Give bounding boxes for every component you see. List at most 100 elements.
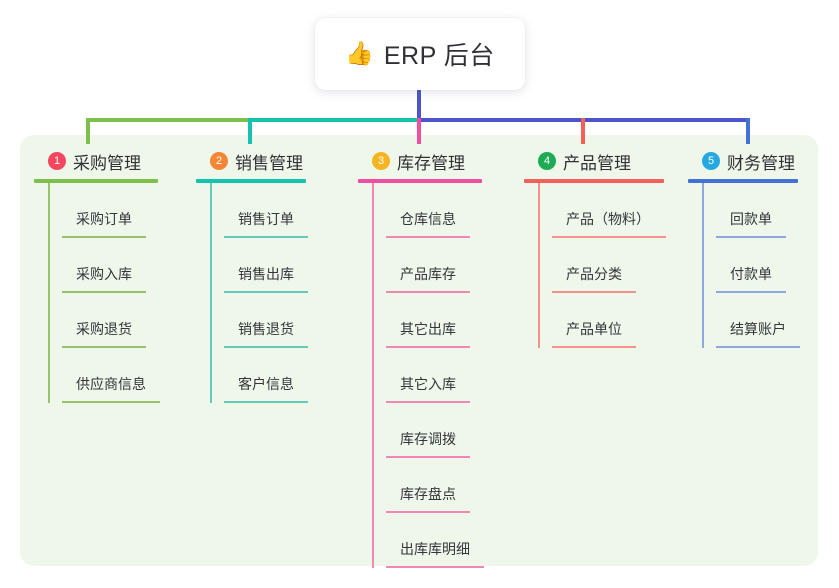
leaf-node-label: 仓库信息 [400, 211, 456, 227]
branch-title-3: 库存管理 [397, 153, 465, 173]
branch-header-3[interactable]: 3 库存管理 [358, 148, 482, 174]
leaf-node[interactable]: 采购入库 [48, 238, 158, 293]
leaf-node-rule [224, 401, 308, 403]
thumbs-up-icon: 👍 [345, 40, 374, 67]
branch-header-2[interactable]: 2 销售管理 [196, 148, 306, 174]
branch-title-2: 销售管理 [235, 153, 303, 173]
leaf-node-label: 产品库存 [400, 266, 456, 282]
leaf-node[interactable]: 供应商信息 [48, 348, 160, 403]
leaf-node-rule [386, 456, 470, 458]
leaf-node-label: 库存调拨 [400, 431, 456, 447]
leaf-node-label: 其它出库 [400, 321, 456, 337]
branch-header-rule-5 [688, 179, 798, 183]
branch-header-5[interactable]: 5 财务管理 [688, 148, 798, 174]
leaf-node[interactable]: 付款单 [702, 238, 798, 293]
leaf-node-label: 产品（物料） [566, 211, 650, 227]
leaf-node-rule [716, 346, 800, 348]
branch-column-5: 5 财务管理回款单付款单结算账户 [688, 148, 800, 348]
branch-number-badge-5: 5 [702, 152, 720, 170]
branch-spine-3 [372, 183, 374, 568]
branch-stub-connector-5 [746, 118, 750, 144]
leaf-node[interactable]: 结算账户 [702, 293, 800, 348]
branch-title-1: 采购管理 [73, 153, 141, 173]
branch-spine-5 [702, 183, 704, 348]
leaf-node-label: 产品分类 [566, 266, 622, 282]
leaf-node-label: 采购入库 [76, 266, 132, 282]
leaf-node-label: 采购订单 [76, 211, 132, 227]
branch-leaf-list-1: 采购订单采购入库采购退货供应商信息 [34, 183, 160, 403]
leaf-node[interactable]: 销售订单 [210, 183, 308, 238]
leaf-node-label: 销售订单 [238, 211, 294, 227]
leaf-node[interactable]: 销售出库 [210, 238, 308, 293]
branch-header-rule-4 [524, 179, 664, 183]
leaf-node[interactable]: 产品分类 [538, 238, 664, 293]
leaf-node[interactable]: 采购退货 [48, 293, 158, 348]
branch-number-badge-3: 3 [372, 152, 390, 170]
leaf-node-rule [224, 346, 308, 348]
branch-number-badge-4: 4 [538, 152, 556, 170]
leaf-node[interactable]: 产品单位 [538, 293, 664, 348]
branch-number-badge-1: 1 [48, 152, 66, 170]
branch-stub-connector-4 [581, 118, 585, 144]
leaf-node[interactable]: 出库库明细 [372, 513, 484, 568]
branch-title-4: 产品管理 [563, 153, 631, 173]
leaf-node-rule [386, 566, 484, 568]
branch-stub-connector-3 [417, 118, 421, 144]
leaf-node-label: 客户信息 [238, 376, 294, 392]
leaf-node[interactable]: 产品（物料） [538, 183, 666, 238]
leaf-node-rule [62, 346, 146, 348]
leaf-node-rule [224, 291, 308, 293]
branch-stub-connector-1 [86, 118, 90, 144]
diagram-background-panel [20, 135, 818, 566]
root-node-erp-backend[interactable]: 👍 ERP 后台 [315, 18, 525, 90]
leaf-node-label: 供应商信息 [76, 376, 146, 392]
branch-column-3: 3 库存管理仓库信息产品库存其它出库其它入库库存调拨库存盘点出库库明细 [358, 148, 484, 568]
leaf-node-label: 产品单位 [566, 321, 622, 337]
leaf-node-rule [386, 346, 470, 348]
leaf-node-rule [386, 236, 470, 238]
leaf-node[interactable]: 销售退货 [210, 293, 308, 348]
branch-stub-connector-2 [248, 118, 252, 144]
leaf-node[interactable]: 回款单 [702, 183, 798, 238]
leaf-node[interactable]: 客户信息 [210, 348, 308, 403]
branch-column-4: 4 产品管理产品（物料） 产品分类产品单位 [524, 148, 666, 348]
branch-header-rule-3 [358, 179, 482, 183]
leaf-node-rule [62, 291, 146, 293]
branch-column-1: 1 采购管理采购订单采购入库采购退货供应商信息 [34, 148, 160, 403]
branch-leaf-list-5: 回款单付款单结算账户 [688, 183, 800, 348]
leaf-node-rule [386, 291, 470, 293]
leaf-node[interactable]: 其它入库 [372, 348, 482, 403]
leaf-node-label: 结算账户 [730, 321, 786, 337]
branch-column-2: 2 销售管理销售订单销售出库销售退货客户信息 [196, 148, 308, 403]
leaf-node-label: 付款单 [730, 266, 772, 282]
branch-header-rule-1 [34, 179, 158, 183]
leaf-node[interactable]: 库存盘点 [372, 458, 482, 513]
branch-leaf-list-4: 产品（物料） 产品分类产品单位 [524, 183, 666, 348]
leaf-node-label: 其它入库 [400, 376, 456, 392]
leaf-node-label: 销售出库 [238, 266, 294, 282]
branch-header-1[interactable]: 1 采购管理 [34, 148, 158, 174]
leaf-node-rule [552, 236, 666, 238]
leaf-node-rule [552, 291, 636, 293]
leaf-node[interactable]: 产品库存 [372, 238, 482, 293]
leaf-node-label: 采购退货 [76, 321, 132, 337]
branch-header-4[interactable]: 4 产品管理 [524, 148, 664, 174]
leaf-node[interactable]: 其它出库 [372, 293, 482, 348]
leaf-node-label: 回款单 [730, 211, 772, 227]
leaf-node-rule [716, 291, 786, 293]
root-stem-connector [417, 86, 421, 122]
branch-leaf-list-3: 仓库信息产品库存其它出库其它入库库存调拨库存盘点出库库明细 [358, 183, 484, 568]
branch-number-badge-2: 2 [210, 152, 228, 170]
branch-title-5: 财务管理 [727, 153, 795, 173]
root-node-title: ERP 后台 [383, 42, 495, 70]
leaf-node-rule [716, 236, 786, 238]
leaf-node-rule [224, 236, 308, 238]
leaf-node-rule [62, 401, 160, 403]
branch-header-rule-2 [196, 179, 306, 183]
leaf-node[interactable]: 仓库信息 [372, 183, 482, 238]
leaf-node-label: 销售退货 [238, 321, 294, 337]
leaf-node[interactable]: 采购订单 [48, 183, 158, 238]
leaf-node-rule [386, 511, 470, 513]
leaf-node[interactable]: 库存调拨 [372, 403, 482, 458]
branch-leaf-list-2: 销售订单销售出库销售退货客户信息 [196, 183, 308, 403]
